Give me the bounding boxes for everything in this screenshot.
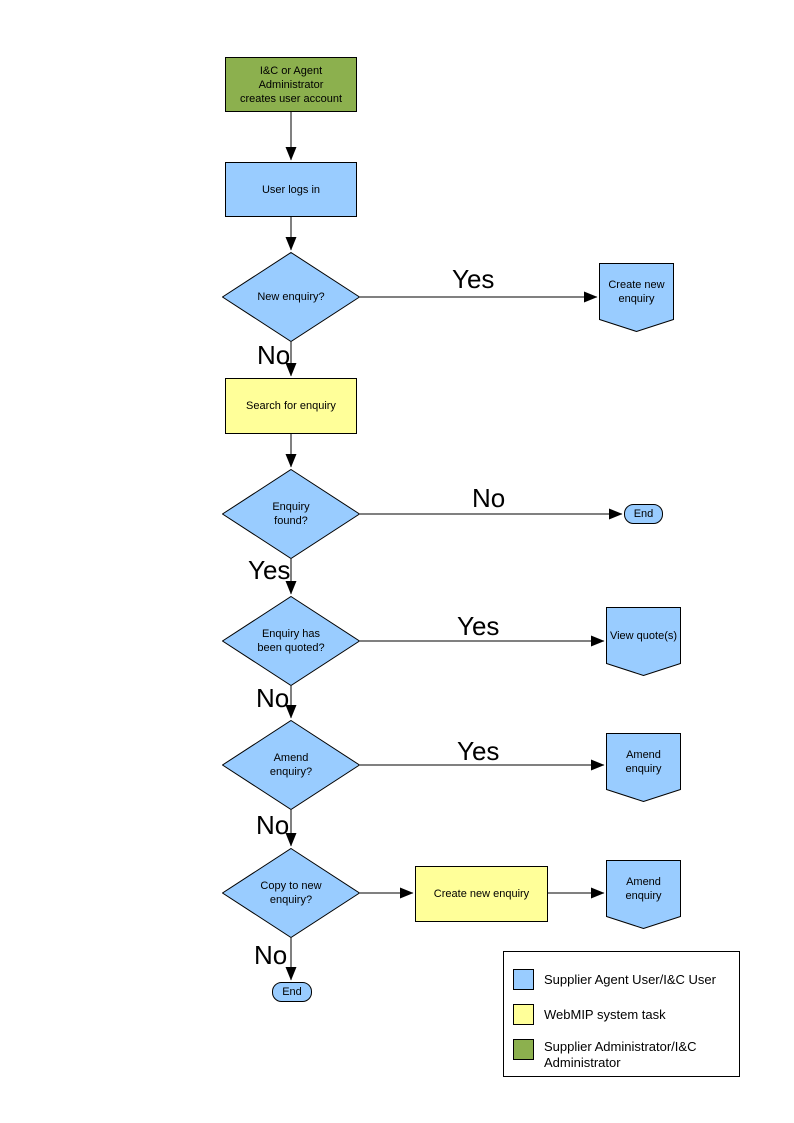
process-rect-shape [225, 378, 357, 434]
flow-decision-new-enquiry: New enquiry? [222, 252, 360, 342]
node-label: Copy to new enquiry? [260, 880, 322, 906]
process-rect-shape [225, 57, 357, 112]
legend-item-admin-task: Supplier Administrator/I&C Administrator [513, 1039, 696, 1071]
flow-terminator-end-final: End [272, 982, 312, 1002]
flow-node-view-quotes: View quote(s) [606, 607, 681, 676]
branch-label-amend-yes: Yes [457, 736, 500, 766]
process-rect-shape [225, 162, 357, 217]
flow-node-amend-enquiry: Amend enquiry [606, 733, 681, 802]
branch-label-copy-no: No [254, 940, 288, 970]
node-label: Search for enquiry [246, 400, 336, 412]
legend-label: Supplier Administrator/I&C Administrator [544, 1039, 697, 1070]
branch-label-new-enquiry-no: No [257, 340, 291, 370]
process-rect-shape [415, 866, 548, 922]
flow-node-amend-enquiry-2: Amend enquiry [606, 860, 681, 929]
terminator-shape [272, 982, 312, 1002]
legend-swatch-system-task [513, 1004, 534, 1025]
flow-decision-copy-to-new-enquiry: Copy to new enquiry? [222, 848, 360, 938]
diamond-shape [222, 469, 360, 559]
node-label: User logs in [261, 183, 321, 196]
flow-node-create-new-enquiry-task: Create new enquiry [415, 866, 548, 922]
pentagon-shape [606, 607, 681, 676]
legend-swatch-admin-task [513, 1039, 534, 1060]
node-label: View quote(s) [609, 629, 678, 642]
node-label: I&C or Agent Administrator creates user … [239, 64, 343, 105]
flow-node-user-logs-in: User logs in [225, 162, 357, 217]
node-label: End [633, 508, 654, 520]
pentagon-shape [606, 860, 681, 929]
flow-terminator-end-not-found: End [624, 504, 663, 524]
pentagon-shape [599, 263, 674, 332]
node-label: New enquiry? [257, 291, 325, 303]
diamond-shape [222, 252, 360, 342]
node-label: Create new enquiry [433, 888, 530, 900]
legend-swatch-user-action [513, 969, 534, 990]
flow-node-search-for-enquiry: Search for enquiry [225, 378, 357, 434]
diamond-shape [222, 596, 360, 686]
terminator-shape [624, 504, 663, 524]
branch-label-enquiry-found-no: No [472, 483, 506, 513]
legend-item-user-action: Supplier Agent User/I&C User [513, 969, 716, 990]
flow-decision-amend-enquiry: Amend enquiry? [222, 720, 360, 810]
legend-item-system-task: WebMIP system task [513, 1004, 666, 1025]
node-label: End [282, 986, 302, 998]
node-label: Amend enquiry? [269, 752, 313, 778]
pentagon-shape [606, 733, 681, 802]
branch-label-enquiry-quoted-no: No [256, 683, 290, 713]
legend-label: WebMIP system task [544, 1006, 666, 1022]
legend-label: Supplier Agent User/I&C User [544, 971, 716, 987]
branch-label-enquiry-found-yes: Yes [248, 555, 291, 585]
node-label: Amend enquiry [625, 748, 662, 775]
branch-label-amend-no: No [256, 810, 290, 840]
node-label: Create new enquiry [608, 278, 665, 305]
branch-label-new-enquiry-yes: Yes [452, 264, 495, 294]
flow-decision-enquiry-quoted: Enquiry has been quoted? [222, 596, 360, 686]
node-label: Enquiry found? [272, 501, 310, 527]
diamond-shape [222, 848, 360, 938]
legend: Supplier Agent User/I&C User WebMIP syst… [503, 951, 740, 1077]
node-label: Amend enquiry [625, 875, 662, 902]
flow-node-create-account: I&C or Agent Administrator creates user … [225, 57, 357, 112]
flow-node-create-new-enquiry: Create new enquiry [599, 263, 674, 332]
node-label: Enquiry has been quoted? [257, 628, 325, 654]
branch-label-enquiry-quoted-yes: Yes [457, 611, 500, 641]
diamond-shape [222, 720, 360, 810]
flow-decision-enquiry-found: Enquiry found? [222, 469, 360, 559]
